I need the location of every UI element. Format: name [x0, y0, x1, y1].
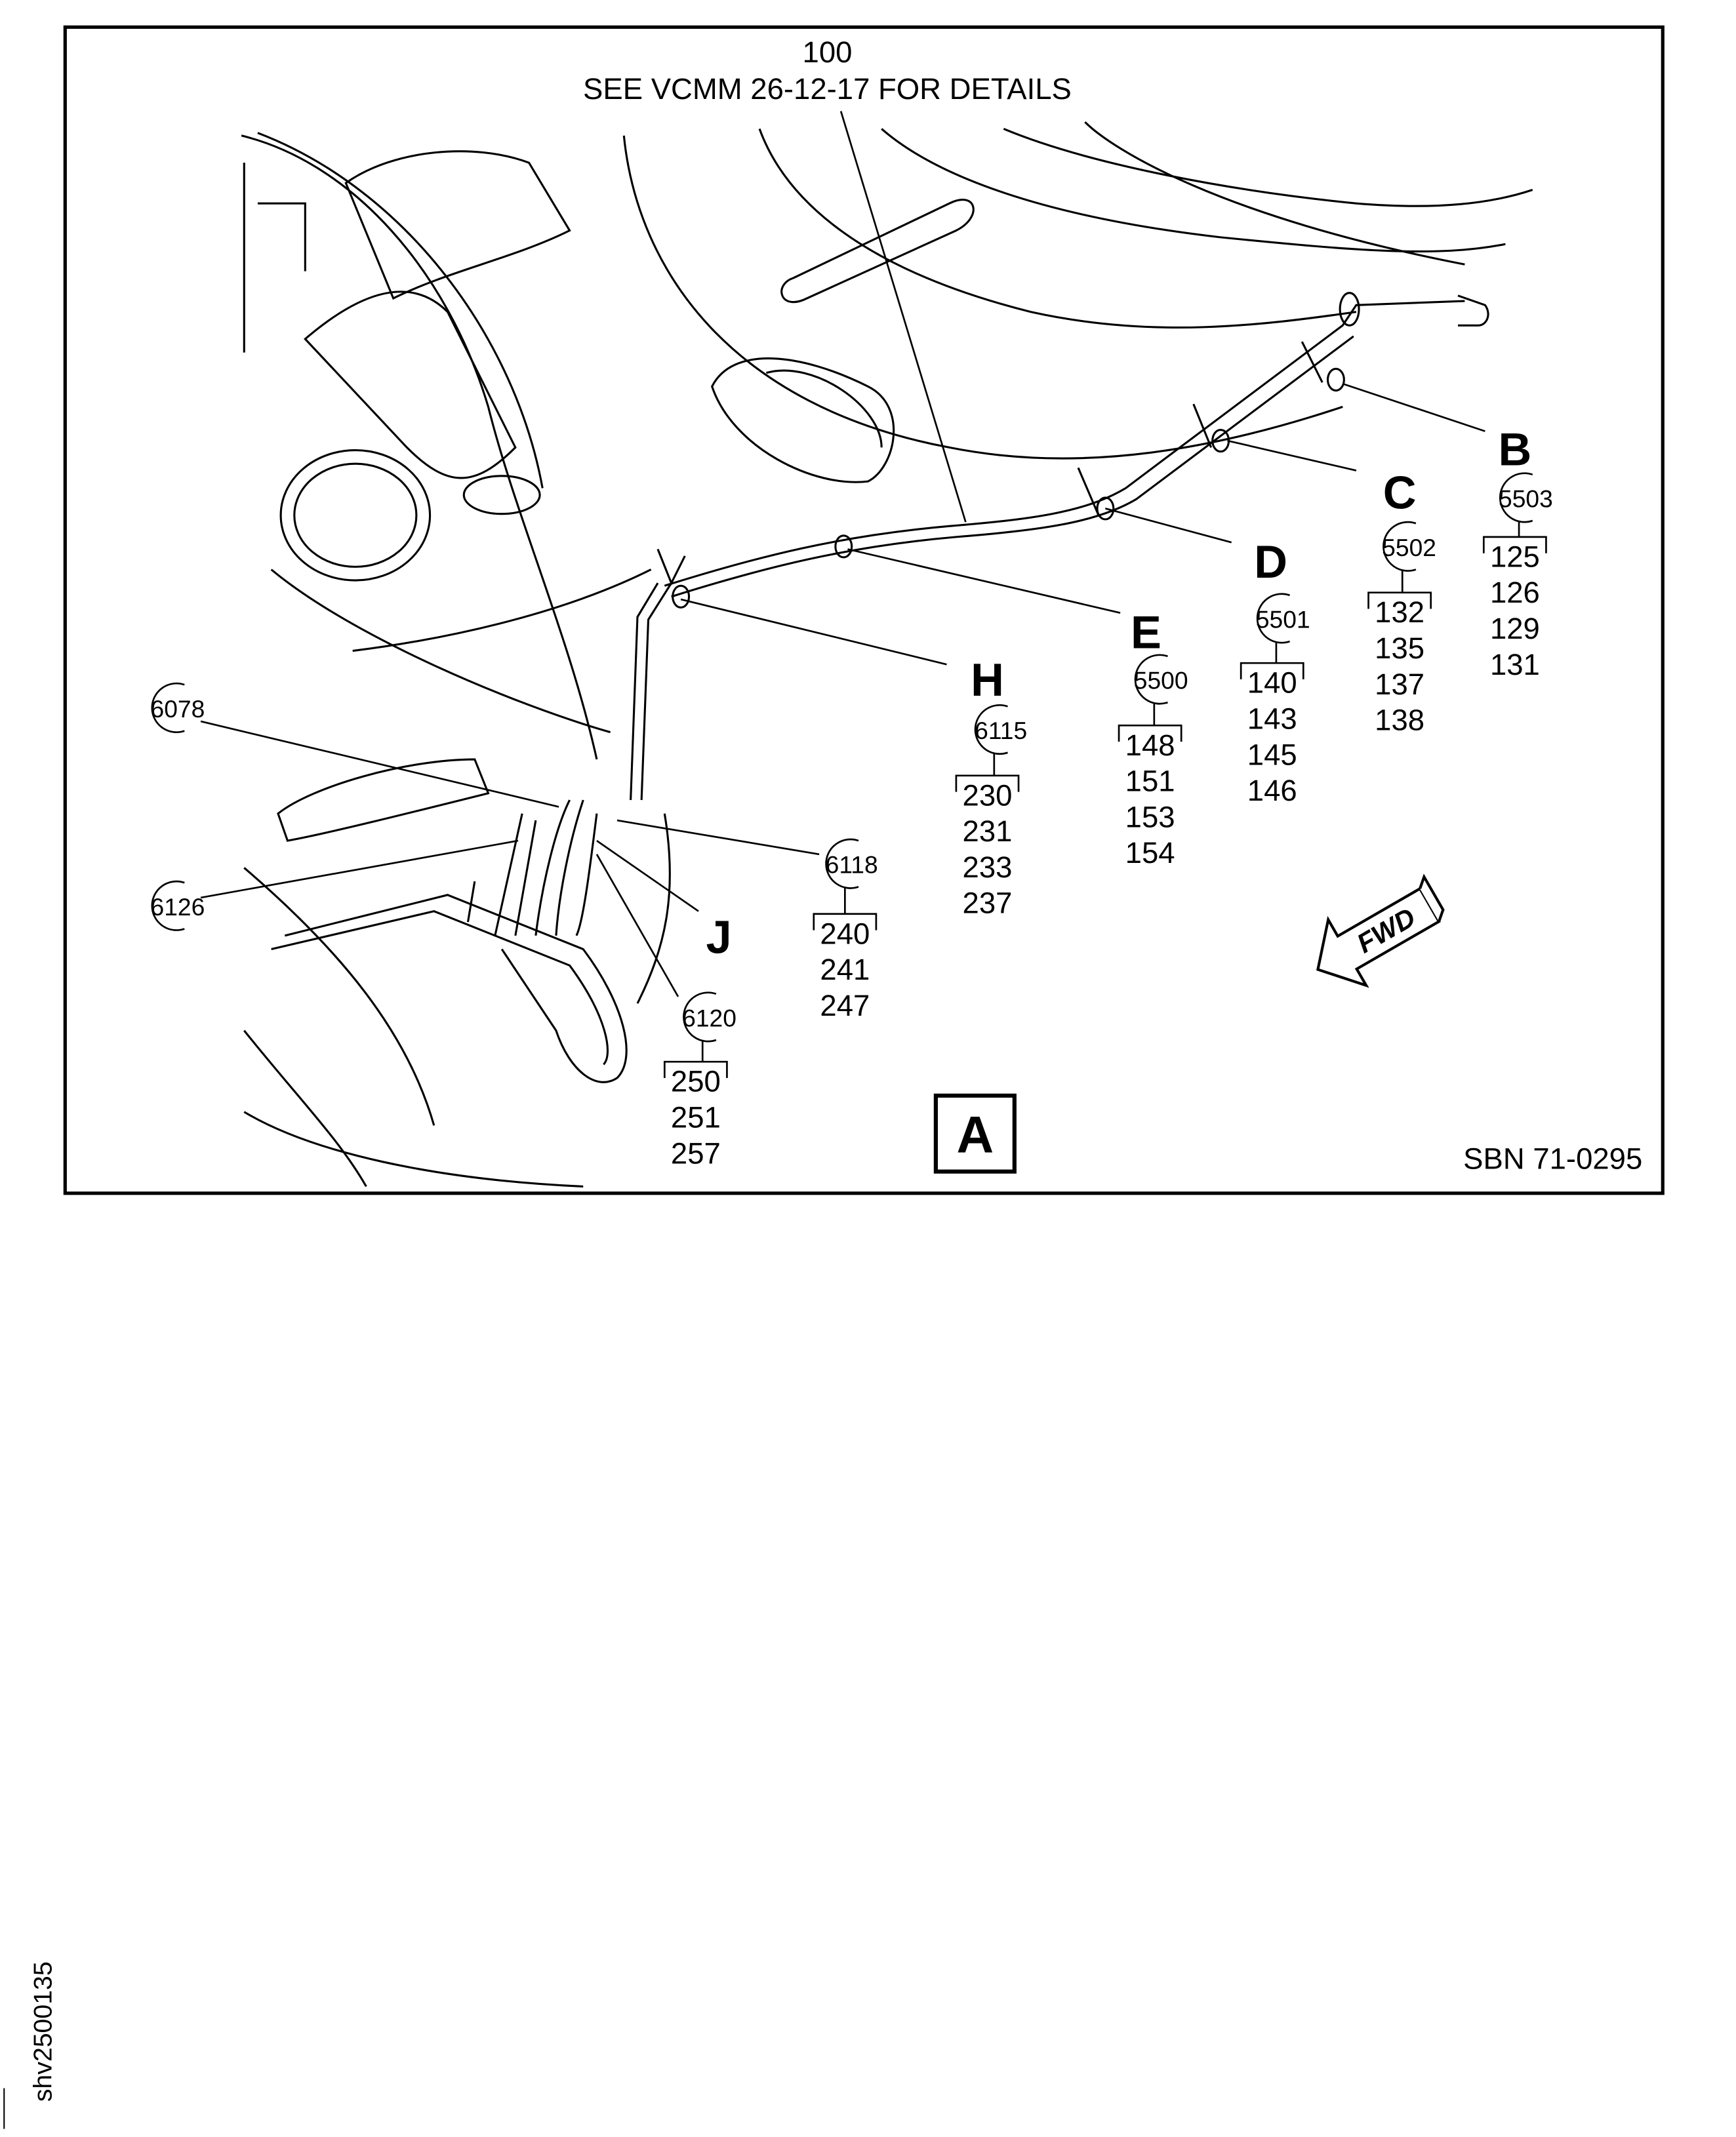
item-number: 154: [1125, 836, 1175, 869]
leader-line: [1105, 508, 1232, 544]
leader-line: [1227, 439, 1357, 471]
callout-letter: J: [706, 911, 731, 963]
reference-circle: [151, 880, 185, 931]
item-number: 135: [1375, 631, 1424, 665]
item-number: 153: [1125, 800, 1175, 833]
figure-reference: 5502: [1382, 534, 1436, 561]
callout-letter: C: [1383, 466, 1417, 518]
reference-circle: [1134, 654, 1168, 705]
leader-line: [680, 598, 947, 666]
item-number: 251: [671, 1100, 721, 1134]
vcmm-reference-note: SEE VCMM 26-12-17 FOR DETAILS: [583, 72, 1072, 106]
reference-circle: [974, 704, 1008, 755]
item-bracket: [1118, 724, 1182, 742]
callout-letter: B: [1498, 423, 1531, 475]
callout-letter: D: [1254, 536, 1287, 588]
item-number: 247: [820, 989, 870, 1022]
item-bracket: [955, 774, 1020, 792]
figure-reference: 6115: [975, 717, 1027, 744]
item-number: 137: [1375, 668, 1424, 701]
item-number: 125: [1490, 540, 1540, 573]
item-number: 151: [1125, 765, 1175, 798]
item-number: 257: [671, 1136, 721, 1170]
sbn-reference: SBN 71-0295: [1463, 1142, 1642, 1176]
item-number: 231: [963, 814, 1013, 848]
figure-reference: 6120: [682, 1004, 737, 1031]
item-bracket: [813, 913, 878, 930]
item-number: 233: [963, 850, 1013, 884]
item-bracket: [1240, 662, 1304, 680]
item-number: 126: [1490, 576, 1540, 609]
sheet-id: shv2500135: [29, 1961, 58, 2102]
view-label: A: [956, 1106, 994, 1164]
figure-reference: 6126: [151, 893, 205, 921]
callout-letter: E: [1131, 606, 1161, 658]
item-number: 138: [1375, 704, 1424, 737]
callout-letter: H: [971, 654, 1004, 706]
reference-circle: [825, 838, 859, 889]
leader-line: [200, 720, 559, 808]
figure-reference: 5500: [1134, 666, 1188, 694]
item-number: 237: [963, 887, 1013, 920]
item-number: 131: [1490, 648, 1540, 681]
engine-artwork: [241, 121, 1533, 1188]
item-number: 132: [1375, 595, 1424, 629]
figure-reference: 5501: [1256, 605, 1310, 633]
figure-reference: 5503: [1499, 485, 1553, 512]
item-number: 140: [1247, 666, 1297, 700]
item-100-label: 100: [803, 35, 853, 69]
item-bracket: [663, 1060, 728, 1078]
leader-line: [595, 854, 679, 997]
reference-circle: [1256, 593, 1291, 644]
reference-circle: [1383, 521, 1417, 572]
callout-6078: 6078: [151, 682, 559, 808]
item-bracket: [1367, 591, 1432, 609]
item-number: 129: [1490, 612, 1540, 645]
callout-J: J: [596, 839, 732, 963]
item-number: 250: [671, 1065, 721, 1098]
frame: [63, 25, 1665, 1195]
callout-6126: 6126: [151, 839, 519, 931]
item-number: 143: [1247, 702, 1297, 735]
item-number: 241: [820, 953, 870, 986]
item-number: 145: [1247, 738, 1297, 771]
figure-reference: 6078: [151, 695, 205, 723]
leader-line: [847, 548, 1121, 614]
fwd-arrow-icon: FWD: [1316, 873, 1445, 988]
reference-circle: [151, 682, 185, 733]
leader-line: [200, 839, 519, 899]
item-number: 240: [820, 917, 870, 950]
item-number: 146: [1247, 774, 1297, 807]
reference-circle: [1499, 472, 1533, 523]
item-bracket: [1482, 536, 1547, 553]
item-number: 230: [963, 778, 1013, 812]
leader-line: [1342, 382, 1485, 432]
leader-line: [616, 819, 820, 856]
view-label-box: A: [933, 1093, 1017, 1174]
header-note: 100 SEE VCMM 26-12-17 FOR DETAILS: [583, 35, 1072, 523]
reference-circle: [683, 991, 717, 1043]
leader-line: [596, 839, 699, 912]
figure-reference: 6118: [826, 851, 878, 879]
item-number: 148: [1125, 729, 1175, 762]
